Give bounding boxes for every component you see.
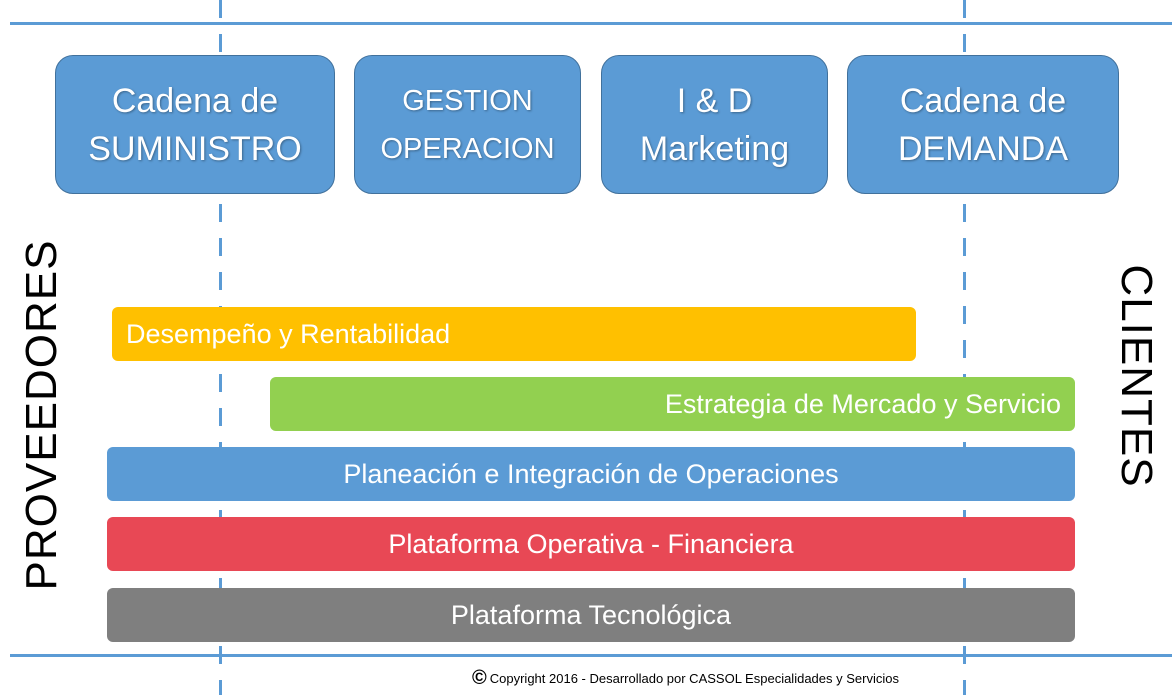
bar-label: Planeación e Integración de Operaciones xyxy=(343,458,839,489)
box-supply-chain: Cadena de SUMINISTRO xyxy=(55,55,335,194)
box-line2: DEMANDA xyxy=(897,129,1069,168)
box-line1: Cadena de xyxy=(899,81,1067,120)
copyright-text: Copyright 2016 - Desarrollado por CASSOL… xyxy=(489,671,899,686)
box-line1: Cadena de xyxy=(111,81,279,120)
bar-plataforma-operativa: Plataforma Operativa - Financiera xyxy=(107,517,1075,571)
right-dashed-divider xyxy=(963,0,966,695)
box-line2: Marketing xyxy=(639,129,790,168)
box-line2: SUMINISTRO xyxy=(88,129,302,168)
bar-label: Desempeño y Rentabilidad xyxy=(126,318,451,349)
bar-planeacion: Planeación e Integración de Operaciones xyxy=(107,447,1075,501)
copyright-icon: © xyxy=(472,667,487,689)
box-operations: GESTION OPERACION xyxy=(354,55,581,194)
bottom-divider xyxy=(10,654,1172,657)
box-rd-marketing: I & D Marketing xyxy=(601,55,828,194)
top-divider xyxy=(10,22,1172,25)
copyright-footer: © Copyright 2016 - Desarrollado por CASS… xyxy=(472,667,899,690)
label-proveedores: PROVEEDORES xyxy=(17,239,66,591)
bar-label: Plataforma Operativa - Financiera xyxy=(388,528,794,559)
box-line1: GESTION xyxy=(402,84,533,117)
bar-label: Estrategia de Mercado y Servicio xyxy=(664,388,1061,419)
box-line1: I & D xyxy=(676,81,753,120)
bar-desempeno: Desempeño y Rentabilidad xyxy=(112,307,916,361)
box-demand-chain: Cadena de DEMANDA xyxy=(847,55,1119,194)
bar-plataforma-tecnologica: Plataforma Tecnológica xyxy=(107,588,1075,642)
box-line2: OPERACION xyxy=(380,132,555,165)
bar-estrategia: Estrategia de Mercado y Servicio xyxy=(270,377,1075,431)
label-clientes: CLIENTES xyxy=(1112,264,1161,488)
bar-label: Plataforma Tecnológica xyxy=(450,599,732,630)
